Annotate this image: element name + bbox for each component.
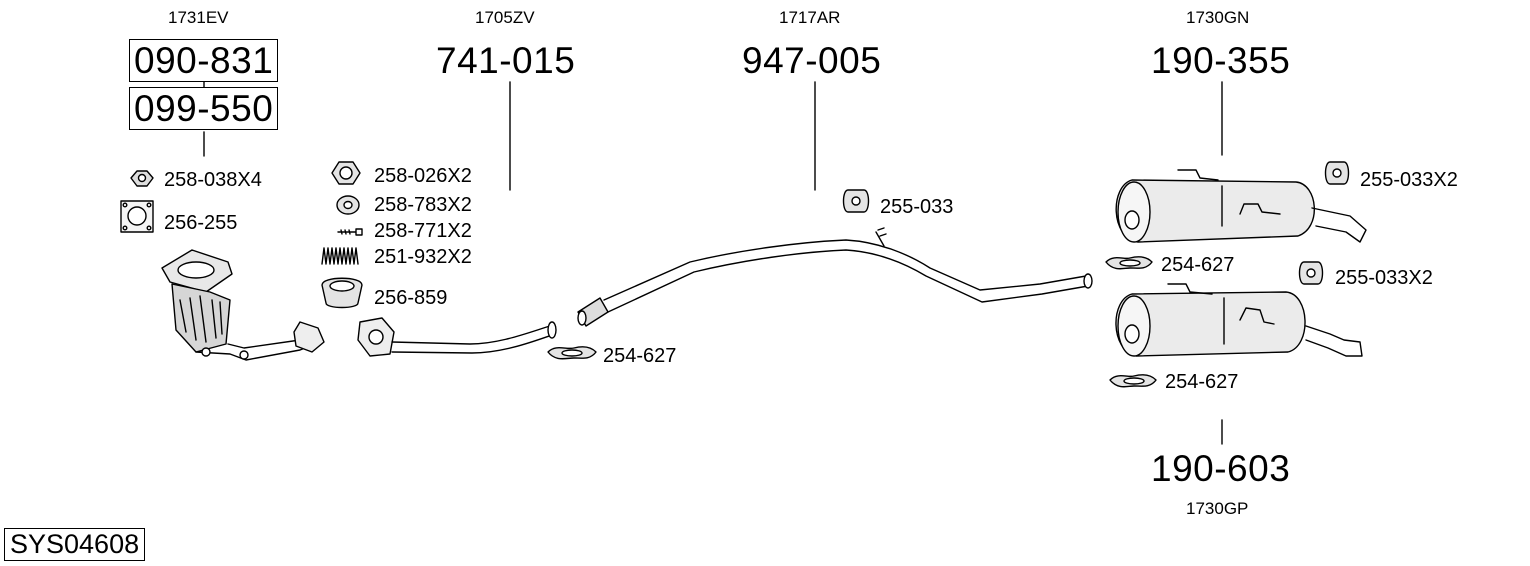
accessory-label[interactable]: 258-026X2 (374, 165, 472, 187)
leader-lines (203, 79, 1223, 445)
rear-silencer-icon (1115, 169, 1367, 243)
accessory-label[interactable]: 258-038X4 (164, 169, 262, 191)
part-number-190-355[interactable]: 190-355 (1151, 40, 1291, 81)
flange-gasket-icon (120, 200, 154, 233)
accessory-label[interactable]: 254-627 (603, 345, 677, 367)
part-number-947-005[interactable]: 947-005 (742, 40, 882, 81)
oem-code-2: 1705ZV (475, 8, 535, 27)
hanger-icon (1298, 261, 1324, 285)
accessory-label[interactable]: 258-771X2 (374, 220, 472, 242)
clamp-icon (547, 346, 597, 360)
accessory-label[interactable]: 258-783X2 (374, 194, 472, 216)
hex-nut-icon (331, 161, 361, 185)
accessory-label[interactable]: 254-627 (1165, 371, 1239, 393)
clamp-icon (1105, 256, 1153, 270)
middle-pipe-icon (577, 227, 1093, 327)
accessory-label[interactable]: 255-033X2 (1335, 267, 1433, 289)
oem-code-3: 1717AR (779, 8, 841, 27)
accessory-label[interactable]: 251-932X2 (374, 246, 472, 268)
part-number-090-831[interactable]: 090-831 (129, 39, 279, 82)
nut-icon (130, 170, 154, 187)
accessory-label[interactable]: 255-033 (880, 196, 954, 218)
accessory-label[interactable]: 256-255 (164, 212, 238, 234)
spring-icon (321, 247, 359, 265)
hanger-icon (1324, 161, 1350, 185)
oem-code-4: 1730GN (1186, 8, 1250, 27)
catalytic-converter-icon (161, 249, 325, 361)
accessory-label[interactable]: 255-033X2 (1360, 169, 1458, 191)
oem-code-1: 1731EV (168, 8, 229, 27)
part-number-190-603[interactable]: 190-603 (1151, 448, 1291, 489)
oem-code-5: 1730GP (1186, 499, 1249, 518)
sealing-ring-icon (321, 277, 363, 309)
accessory-label[interactable]: 256-859 (374, 287, 448, 309)
part-number-741-015[interactable]: 741-015 (436, 40, 576, 81)
front-pipe-icon (357, 317, 557, 357)
part-number-099-550[interactable]: 099-550 (129, 87, 279, 130)
system-code: SYS04608 (4, 528, 146, 561)
clamp-icon (1109, 374, 1157, 388)
accessory-label[interactable]: 254-627 (1161, 254, 1235, 276)
washer-icon (336, 195, 360, 215)
hanger-icon (842, 189, 870, 213)
bolt-icon (337, 228, 363, 236)
rear-silencer-alt-icon (1115, 283, 1363, 357)
